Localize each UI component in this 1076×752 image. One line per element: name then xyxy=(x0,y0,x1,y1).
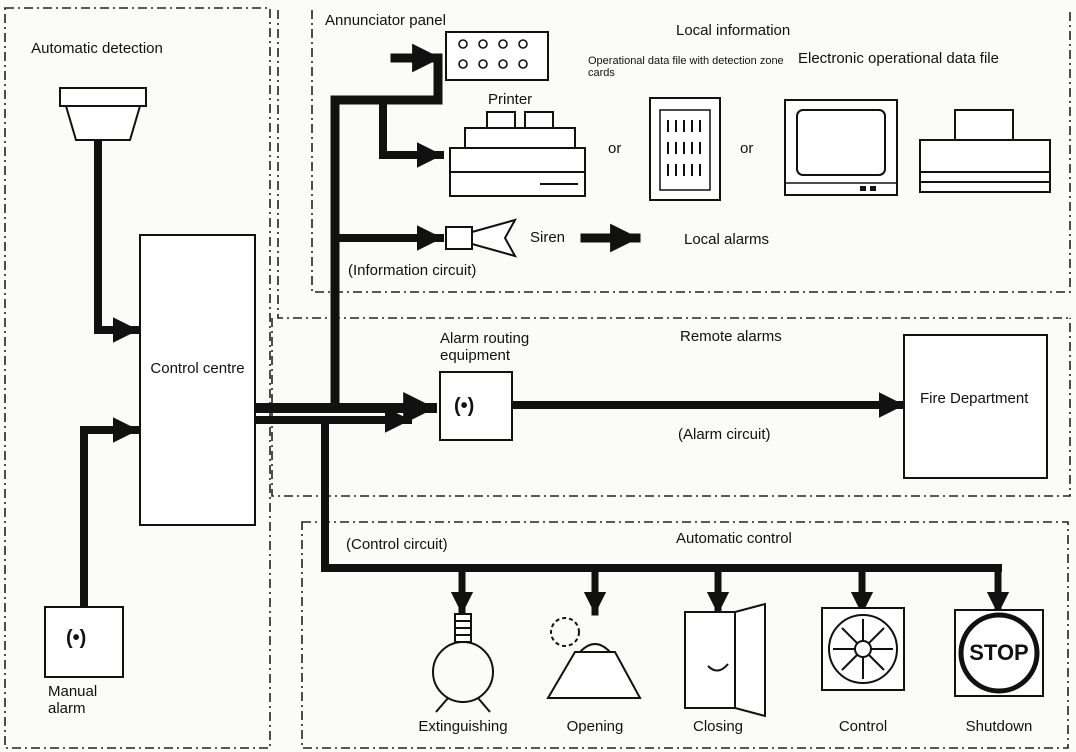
output-label-extinguishing: Extinguishing xyxy=(408,718,518,735)
output-label-shutdown: Shutdown xyxy=(944,718,1054,735)
operational-data-file-label: Operational data file with detection zon… xyxy=(588,55,788,79)
control-centre-box xyxy=(140,235,255,525)
vent-opening-icon xyxy=(548,618,640,698)
stop-sign-text: STOP xyxy=(962,640,1036,666)
alarm-routing-box xyxy=(440,372,512,440)
sprinkler-bulb-icon xyxy=(433,614,493,712)
detection-to-centre-line xyxy=(98,145,136,330)
control-circuit-label: (Control circuit) xyxy=(346,536,448,553)
to-printer-arrow xyxy=(383,100,440,155)
annunciator-panel-label: Annunciator panel xyxy=(325,12,446,29)
automatic-detection-label: Automatic detection xyxy=(22,40,172,57)
fan-icon xyxy=(822,608,904,690)
manual-alarm-symbol: (•) xyxy=(66,626,86,650)
annunciator-panel-icon xyxy=(446,32,548,80)
electronic-data-file-label: Electronic operational data file xyxy=(798,50,1008,67)
or-label-1: or xyxy=(608,140,621,157)
output-label-closing: Closing xyxy=(663,718,773,735)
manual-to-centre-line xyxy=(84,430,136,605)
local-information-title: Local information xyxy=(676,22,790,39)
manual-alarm-label: Manual alarm xyxy=(48,683,118,717)
siren-label: Siren xyxy=(530,229,565,246)
data-terminal-icon xyxy=(920,110,1050,192)
remote-alarms-title: Remote alarms xyxy=(680,328,782,345)
monitor-icon xyxy=(785,100,897,195)
card-file-icon xyxy=(650,98,720,200)
automatic-control-title: Automatic control xyxy=(676,530,792,547)
output-label-opening: Opening xyxy=(540,718,650,735)
or-label-2: or xyxy=(740,140,753,157)
alarm-circuit-label: (Alarm circuit) xyxy=(678,426,771,443)
routing-call-symbol: (•) xyxy=(454,394,474,418)
smoke-detector-icon xyxy=(60,88,146,140)
door-closing-icon xyxy=(685,604,765,716)
information-circuit-label: (Information circuit) xyxy=(348,262,476,279)
local-alarms-label: Local alarms xyxy=(684,231,769,248)
control-centre-label: Control centre xyxy=(150,360,245,377)
alarm-routing-label: Alarm routing equipment xyxy=(440,330,590,364)
siren-icon xyxy=(446,220,515,256)
output-label-control: Control xyxy=(808,718,918,735)
printer-icon xyxy=(450,112,585,196)
printer-label: Printer xyxy=(488,91,532,108)
fire-department-label: Fire Department xyxy=(920,390,1030,407)
